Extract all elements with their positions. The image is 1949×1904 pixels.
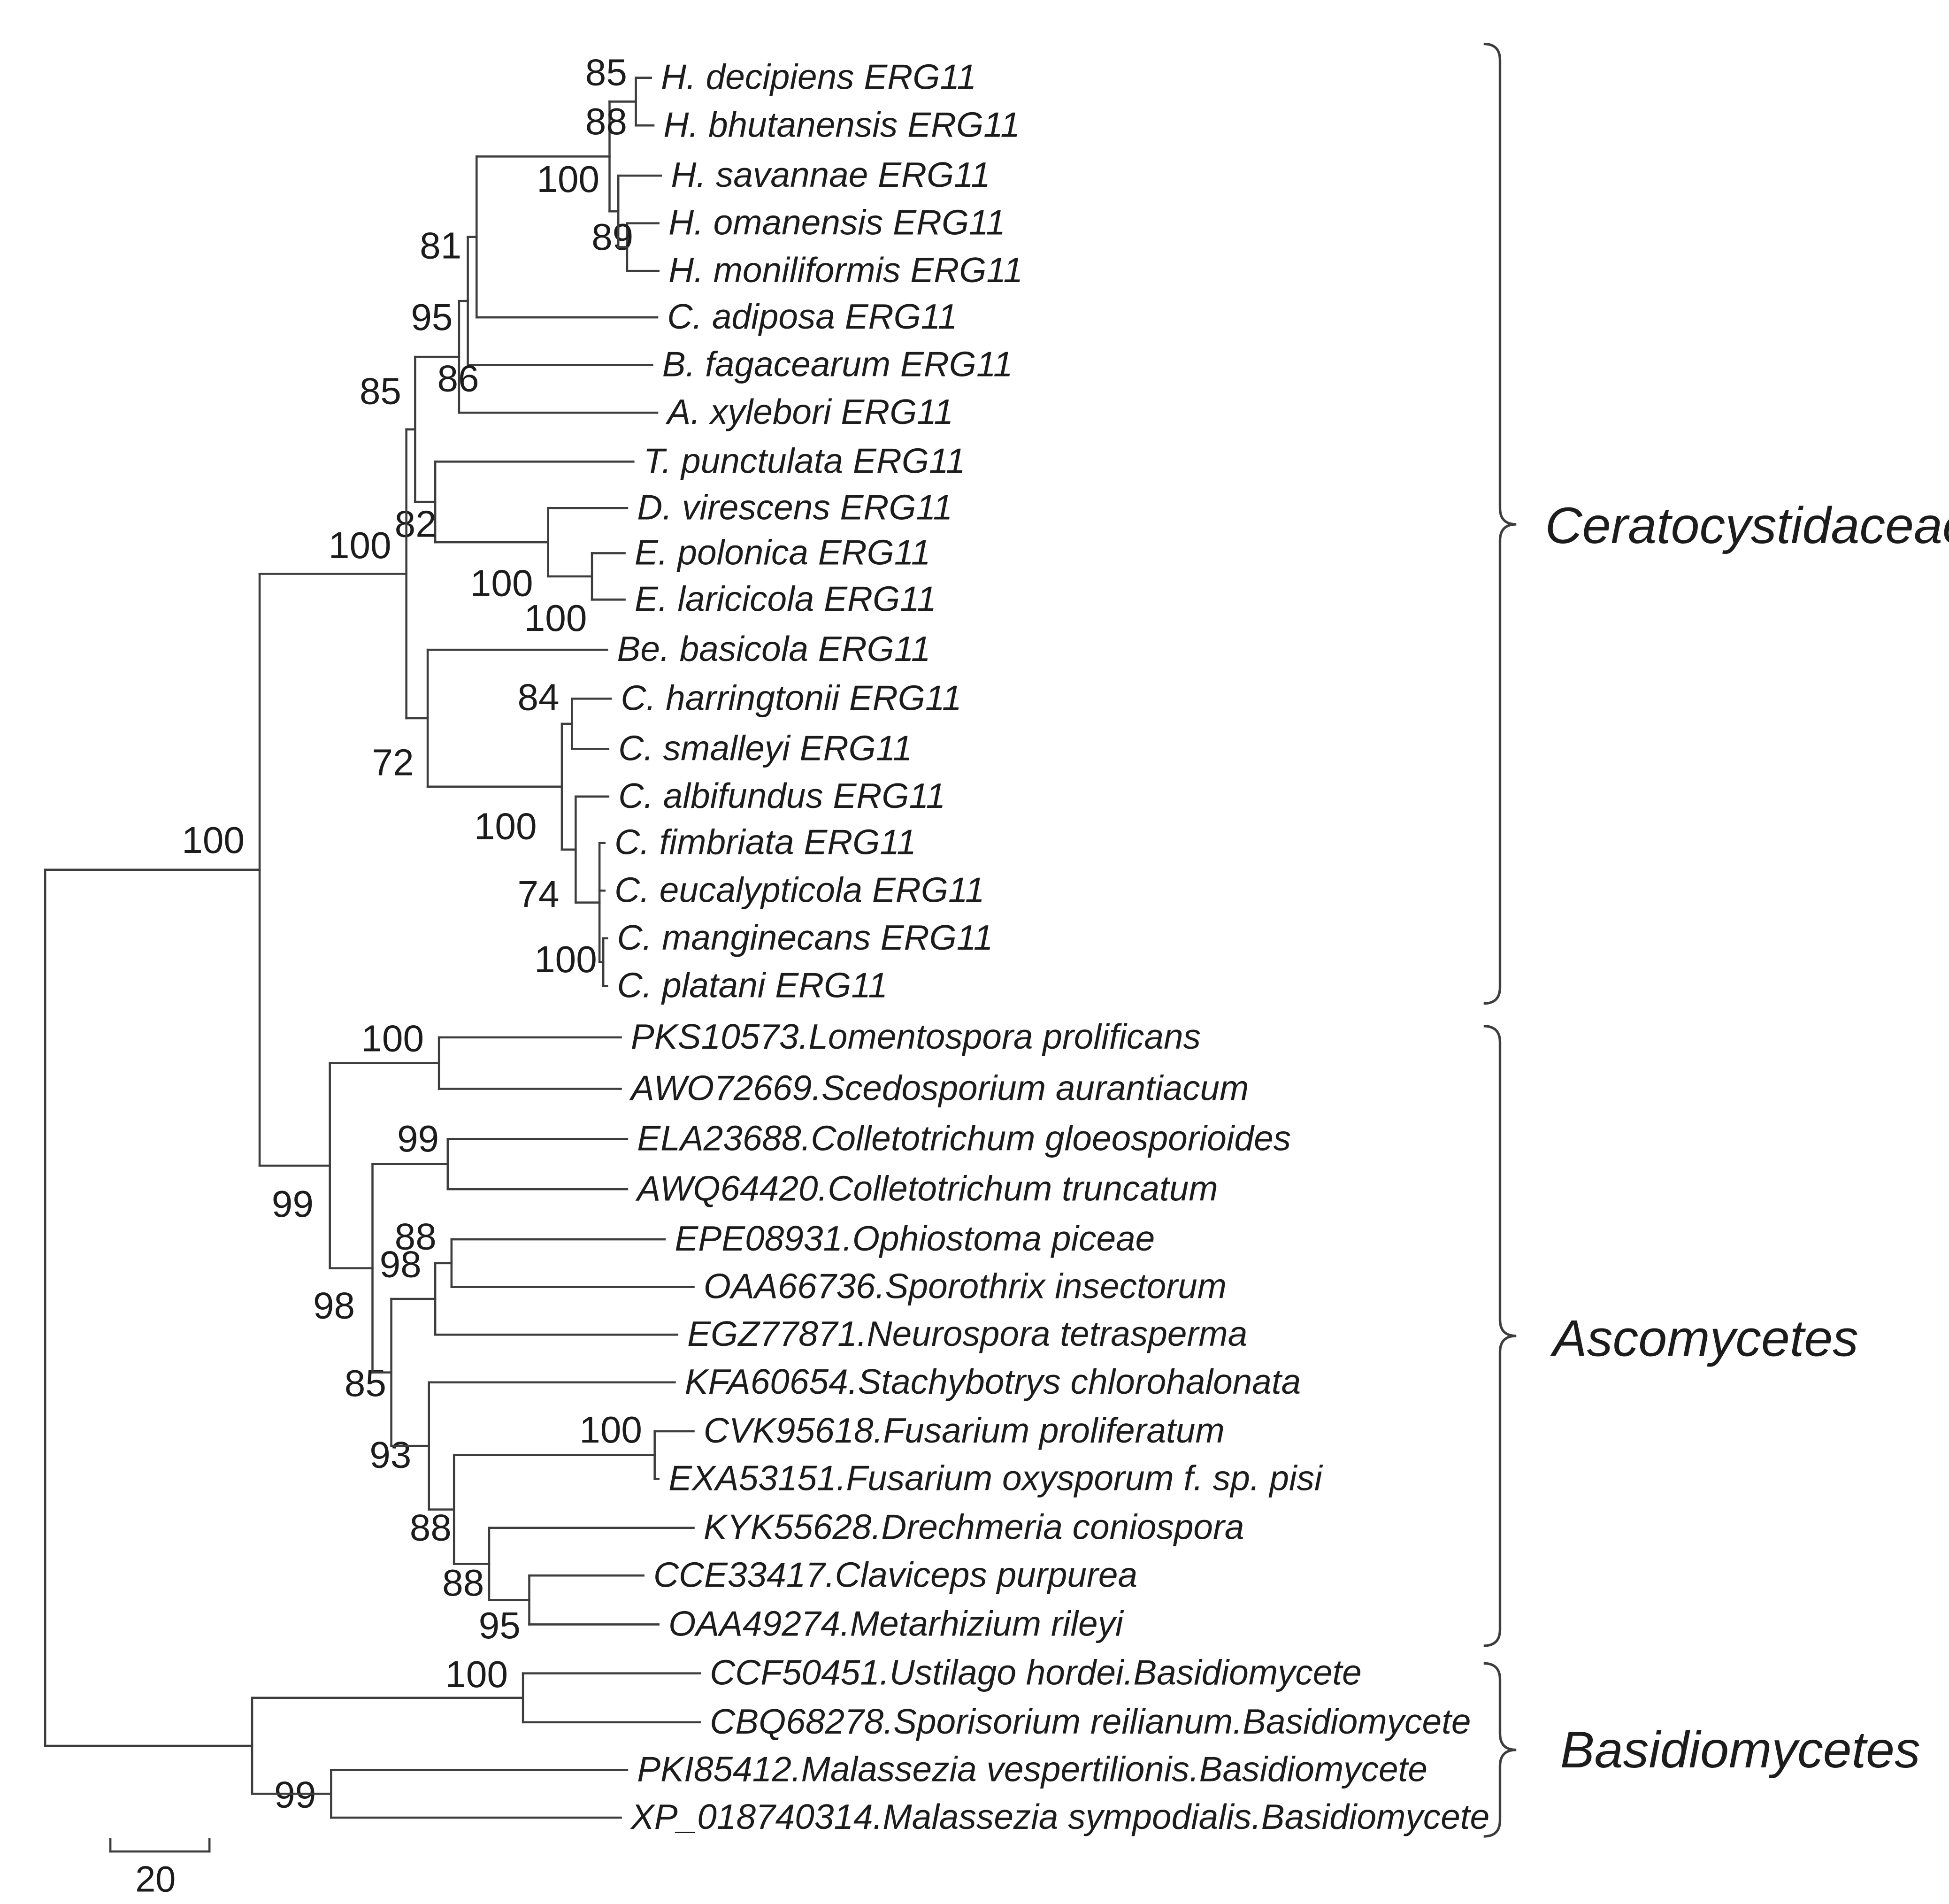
taxon-label: H. omanensis ERG11 <box>668 203 1005 242</box>
bootstrap-value: 86 <box>437 357 479 399</box>
taxon-label: C. harringtonii ERG11 <box>621 678 962 717</box>
taxon-label: CVK95618.Fusarium proliferatum <box>704 1411 1225 1450</box>
bootstrap-value: 89 <box>591 215 633 258</box>
bootstrap-value: 85 <box>360 369 401 412</box>
taxon-label: C. manginecans ERG11 <box>617 918 993 957</box>
clade-label: Basidiomycetes <box>1560 1721 1920 1779</box>
bootstrap-value: 95 <box>479 1604 521 1646</box>
clade-bracket <box>1483 1662 1517 1838</box>
bootstrap-value: 98 <box>380 1243 422 1285</box>
taxon-label: EPE08931.Ophiostoma piceae <box>675 1219 1155 1258</box>
bootstrap-value: 85 <box>585 51 627 93</box>
bootstrap-value: 100 <box>361 1017 424 1059</box>
taxon-label: E. laricicola ERG11 <box>635 579 936 618</box>
taxon-label: E. polonica ERG11 <box>635 532 931 572</box>
bootstrap-value: 88 <box>410 1506 452 1548</box>
bootstrap-value: 88 <box>442 1561 484 1604</box>
taxon-label: AWO72669.Scedosporium aurantiacum <box>629 1068 1249 1107</box>
bootstrap-value: 88 <box>585 100 627 142</box>
taxon-label: CBQ68278.Sporisorium reilianum.Basidiomy… <box>710 1702 1471 1741</box>
taxon-label: D. virescens ERG11 <box>637 487 952 527</box>
taxon-label: OAA66736.Sporothrix insectorum <box>704 1267 1227 1306</box>
bootstrap-value: 100 <box>579 1408 642 1451</box>
bootstrap-value: 100 <box>524 597 587 639</box>
taxon-label: AWQ64420.Colletotrichum truncatum <box>635 1168 1218 1208</box>
bootstrap-value: 100 <box>445 1653 508 1695</box>
taxon-label: H. savannae ERG11 <box>671 155 990 194</box>
clade-label: Ceratocystidaceae <box>1545 497 1949 554</box>
bootstrap-value: 82 <box>395 503 437 545</box>
clade-bracket <box>1483 42 1517 1005</box>
taxon-label: XP_018740314.Malassezia sympodialis.Basi… <box>630 1797 1489 1836</box>
taxon-label: CCE33417.Claviceps purpurea <box>653 1555 1137 1594</box>
taxon-label: C. eucalypticola ERG11 <box>614 870 984 909</box>
clade-label: Ascomycetes <box>1550 1310 1858 1367</box>
taxon-label: CCF50451.Ustilago hordei.Basidiomycete <box>710 1653 1362 1692</box>
bootstrap-value: 100 <box>182 819 245 861</box>
taxon-label: EGZ77871.Neurospora tetrasperma <box>687 1314 1247 1353</box>
bootstrap-value: 99 <box>397 1117 439 1159</box>
taxon-label: C. platani ERG11 <box>617 965 888 1005</box>
taxon-label: A. xylebori ERG11 <box>665 392 953 431</box>
taxon-label: C. smalleyi ERG11 <box>618 728 912 768</box>
scale-bar-label: 20 <box>135 1859 176 1900</box>
bootstrap-value: 100 <box>534 938 597 980</box>
bootstrap-value: 74 <box>517 873 559 915</box>
taxon-label: C. albifundus ERG11 <box>618 776 945 815</box>
taxon-label: KYK55628.Drechmeria coniospora <box>704 1507 1244 1547</box>
bootstrap-value: 84 <box>517 676 559 718</box>
bootstrap-value: 100 <box>329 524 391 566</box>
taxon-label: Be. basicola ERG11 <box>617 629 931 668</box>
bootstrap-value: 100 <box>474 805 537 847</box>
taxon-label: T. punctulata ERG11 <box>644 441 966 480</box>
bootstrap-value: 98 <box>313 1284 355 1326</box>
clade-bracket <box>1483 1025 1517 1647</box>
bootstrap-value: 88 <box>395 1215 437 1257</box>
taxon-label: H. moniliformis ERG11 <box>668 250 1023 290</box>
taxon-label: B. fagacearum ERG11 <box>662 345 1013 384</box>
taxon-label: OAA49274.Metarhizium rileyi <box>668 1604 1124 1643</box>
taxon-label: PKS10573.Lomentospora prolificans <box>631 1017 1201 1056</box>
bootstrap-value: 85 <box>345 1362 386 1404</box>
taxon-label: H. bhutanensis ERG11 <box>663 105 1020 144</box>
taxon-label: KFA60654.Stachybotrys chlorohalonata <box>685 1362 1301 1401</box>
taxon-label: EXA53151.Fusarium oxysporum f. sp. pisi <box>668 1459 1323 1498</box>
bootstrap-value: 72 <box>372 741 414 783</box>
bootstrap-value: 99 <box>272 1182 314 1225</box>
taxon-label: C. fimbriata ERG11 <box>614 822 916 862</box>
taxon-label: ELA23688.Colletotrichum gloeosporioides <box>637 1118 1291 1158</box>
taxon-label: PKI85412.Malassezia vespertilionis.Basid… <box>637 1749 1427 1789</box>
taxon-label: H. decipiens ERG11 <box>661 57 976 97</box>
bootstrap-value: 95 <box>411 296 453 338</box>
bootstrap-value: 100 <box>470 561 533 604</box>
taxon-label: C. adiposa ERG11 <box>667 297 957 336</box>
bootstrap-value: 100 <box>537 158 599 200</box>
bootstrap-value: 81 <box>420 224 461 266</box>
